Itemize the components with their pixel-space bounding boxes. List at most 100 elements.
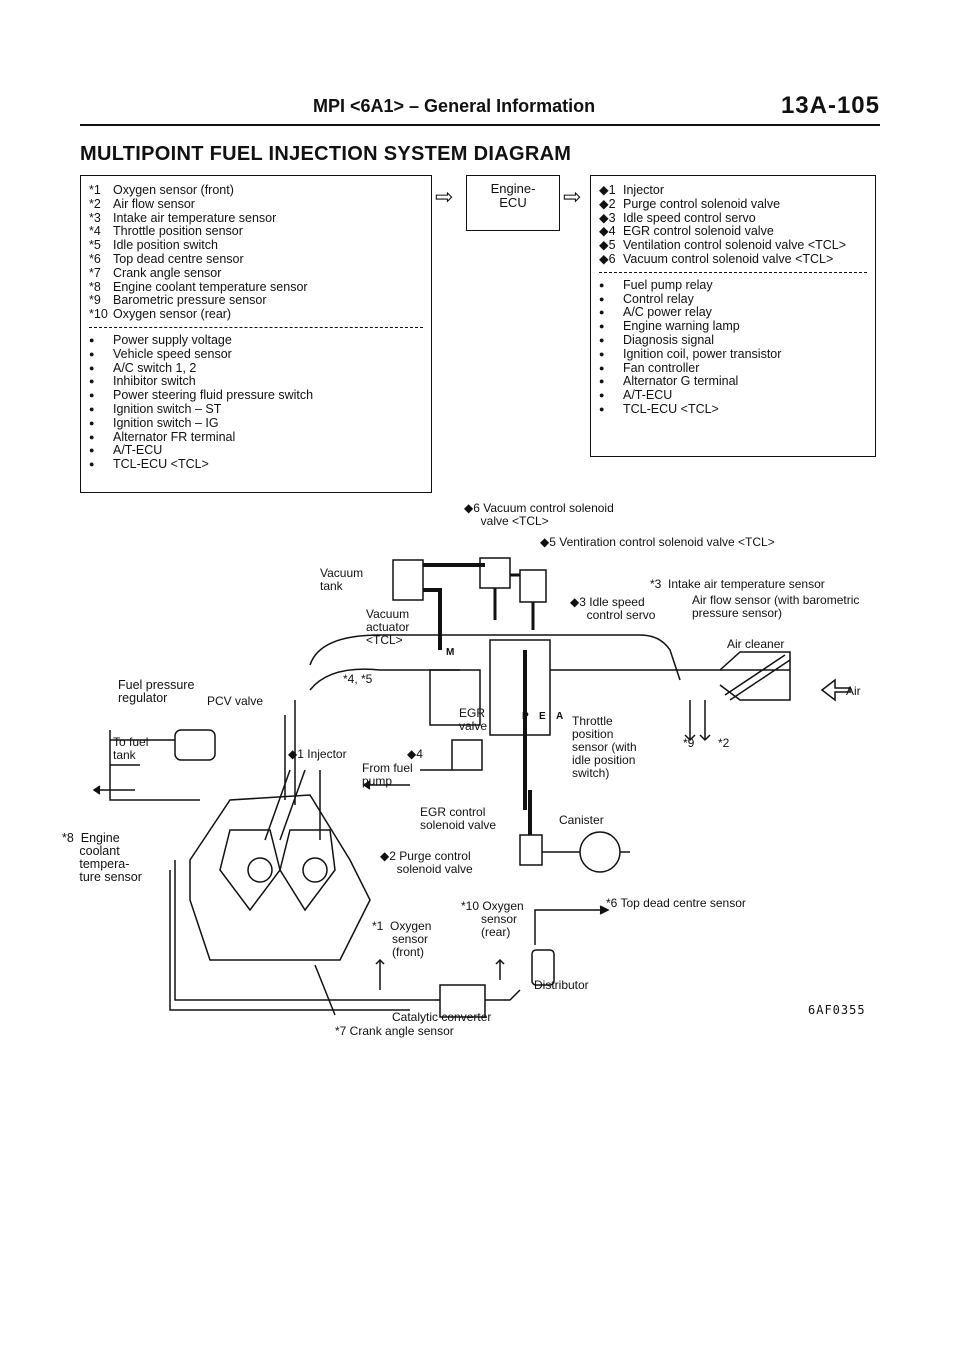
bullet-icon: ●: [89, 459, 95, 470]
item-text: Alternator G terminal: [623, 374, 739, 389]
item-text: Top dead centre sensor: [113, 251, 244, 266]
item-mark: *5: [89, 238, 101, 253]
divider: [89, 326, 423, 328]
list-item: ●Fan controller: [599, 360, 867, 376]
item-text: Injector: [623, 183, 664, 197]
list-item: *2 Air flow sensor: [89, 196, 423, 212]
page-header: MPI <6A1> – General Information 13A-105: [80, 92, 880, 124]
label-letter-e: E: [539, 711, 546, 722]
item-text: Alternator FR terminal: [113, 429, 236, 444]
label-mark-9: *9: [683, 736, 695, 750]
engine-ecu-box: Engine- ECU: [466, 175, 560, 231]
item-mark: ◆2: [599, 196, 616, 211]
label-coolant-sensor: *8 Engine coolant tempera- ture sensor: [62, 831, 142, 884]
diagram-title: MULTIPOINT FUEL INJECTION SYSTEM DIAGRAM: [80, 143, 572, 165]
ecu-label-line2: ECU: [499, 195, 527, 210]
item-text: Diagnosis signal: [623, 332, 715, 347]
label-vacuum-solenoid: ◆6 Vacuum control solenoid valve <TCL>: [464, 501, 614, 528]
item-mark: *9: [89, 293, 101, 308]
item-text: Inhibitor switch: [113, 374, 196, 389]
list-item: ●Inhibitor switch: [89, 375, 423, 389]
arrow-right-icon: ⇨: [563, 184, 582, 209]
bullet-icon: ●: [599, 334, 605, 345]
exhaust-pipe: [169, 860, 440, 1011]
item-mark: ◆4: [599, 224, 616, 239]
item-text: Power supply voltage: [113, 332, 232, 347]
list-item: ●TCL-ECU <TCL>: [599, 402, 867, 417]
item-text: Intake air temperature sensor: [113, 210, 277, 225]
item-mark: *8: [89, 279, 101, 294]
engine-block: [189, 794, 371, 961]
bullet-icon: ●: [599, 279, 605, 290]
label-letter-m: M: [446, 647, 455, 658]
item-mark: *10: [89, 307, 108, 322]
bullet-icon: ●: [89, 403, 95, 414]
bullet-icon: ●: [89, 334, 95, 345]
list-item: ●A/C switch 1, 2: [89, 361, 423, 376]
item-text: Barometric pressure sensor: [113, 293, 267, 308]
output-signal-list: ●Fuel pump relay●Control relay●A/C power…: [599, 278, 867, 417]
egr-valve-shape: [429, 669, 481, 726]
vacuum-hose: [423, 563, 485, 650]
list-item: *9 Barometric pressure sensor: [89, 294, 423, 308]
label-to-fuel-tank: To fuel tank: [113, 735, 149, 762]
item-text: Vehicle speed sensor: [113, 346, 232, 361]
label-mark-2: *2: [718, 736, 730, 750]
arrow-right-icon: ⇨: [435, 184, 454, 209]
label-vacuum-actuator: Vacuum actuator <TCL>: [366, 607, 410, 647]
label-tdc-sensor: *6 Top dead centre sensor: [606, 896, 746, 910]
vacuum-solenoid-shape: [479, 557, 511, 589]
label-catalytic-converter: Catalytic converter: [392, 1010, 492, 1024]
divider: [599, 271, 867, 273]
bullet-icon: ●: [89, 390, 95, 401]
list-item: ●TCL-ECU <TCL>: [89, 457, 423, 472]
label-tps-marks: *4, *5: [343, 672, 373, 686]
item-text: Power steering fluid pressure switch: [113, 388, 314, 403]
bullet-icon: ●: [599, 293, 605, 304]
label-intake-temp-sensor: *3 Intake air temperature sensor: [650, 577, 825, 591]
bullet-icon: ●: [89, 348, 95, 359]
list-item: ● Vehicle speed sensor: [89, 346, 423, 362]
item-text: Fan controller: [623, 360, 700, 375]
list-item: ●Alternator FR terminal: [89, 429, 423, 445]
label-vacuum-tank: Vacuum tank: [320, 566, 364, 593]
item-mark: *1: [89, 183, 101, 197]
label-airflow-sensor: Air flow sensor (with barometric pressur…: [692, 593, 860, 620]
item-mark: *7: [89, 265, 101, 280]
label-oxygen-front: *1 Oxygen sensor (front): [372, 919, 432, 959]
label-purge-solenoid: ◆2 Purge control solenoid valve: [380, 849, 473, 876]
item-text: Control relay: [623, 291, 694, 306]
item-text: Air flow sensor: [113, 196, 195, 211]
label-letter-p: P: [522, 711, 529, 722]
distributor-shape: [531, 949, 555, 986]
item-mark: *2: [89, 196, 101, 211]
fuel-pressure-regulator-shape: [174, 729, 216, 761]
list-item: ●A/T-ECU: [599, 388, 867, 403]
air-arrow-shape: [820, 678, 851, 702]
item-text: A/C power relay: [623, 305, 712, 320]
item-text: Throttle position sensor: [113, 224, 243, 239]
ecu-label-line1: Engine-: [490, 181, 536, 196]
item-text: Purge control solenoid valve: [623, 196, 781, 211]
item-mark: ◆5: [599, 238, 616, 253]
throttle-body-shape: [489, 639, 551, 736]
air-cleaner-element: [720, 654, 791, 701]
bullet-icon: ●: [599, 321, 605, 332]
label-injector: ◆1 Injector: [288, 747, 347, 761]
item-text: Ignition coil, power transistor: [623, 346, 782, 361]
list-item: ●Fuel pump relay: [599, 278, 867, 293]
egr-solenoid-shape: [451, 739, 483, 771]
